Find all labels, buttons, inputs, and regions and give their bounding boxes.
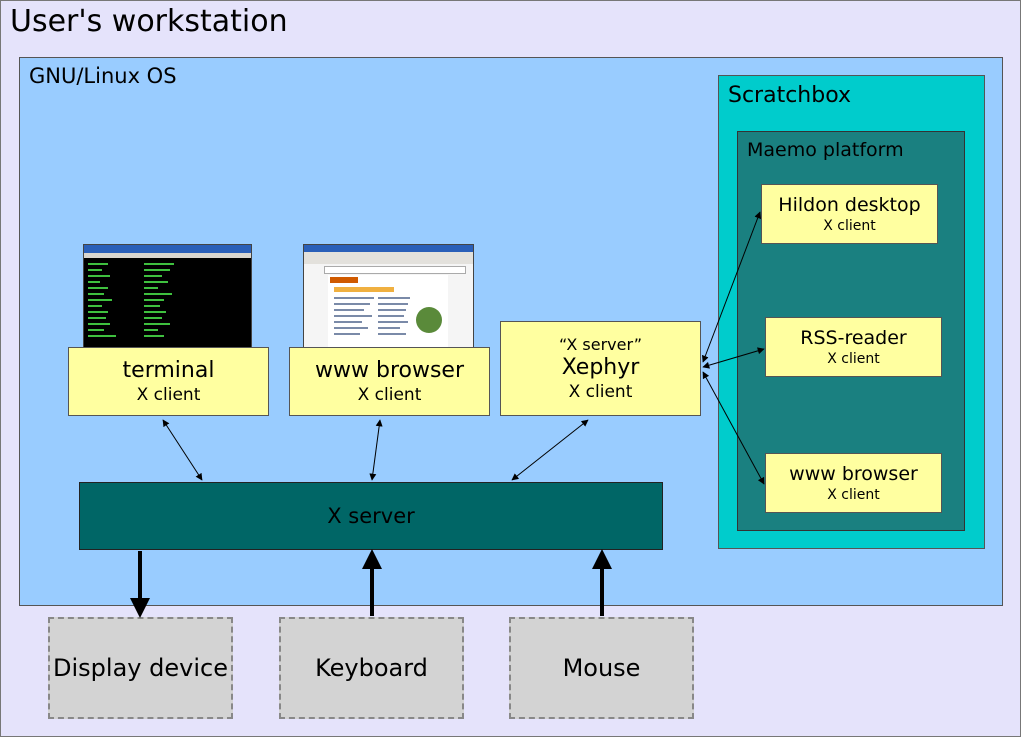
rss-reader-role: X client	[827, 351, 880, 367]
xephyr-quote: “X server”	[558, 334, 642, 354]
workstation-title: User's workstation	[10, 4, 288, 39]
hildon-desktop-role: X client	[823, 218, 876, 234]
mouse-box: Mouse	[509, 617, 694, 719]
display-device-label: Display device	[53, 654, 228, 682]
mouse-label: Mouse	[562, 654, 641, 682]
display-device-box: Display device	[48, 617, 233, 719]
scratchbox-title: Scratchbox	[728, 83, 852, 108]
hildon-desktop-box: Hildon desktop X client	[761, 184, 938, 244]
xephyr-box: “X server” Xephyr X client	[500, 321, 701, 416]
x-server-label: X server	[327, 504, 415, 528]
browser-screenshot-thumbnail	[303, 244, 474, 349]
terminal-client-box: terminal X client	[68, 347, 269, 416]
maemo-browser-role: X client	[827, 487, 880, 503]
keyboard-box: Keyboard	[279, 617, 464, 719]
x-server-bar: X server	[79, 482, 663, 550]
maemo-browser-box: www browser X client	[765, 453, 942, 513]
os-title: GNU/Linux OS	[29, 64, 177, 88]
xephyr-name: Xephyr	[561, 354, 640, 380]
maemo-platform-title: Maemo platform	[747, 139, 904, 161]
hildon-desktop-name: Hildon desktop	[778, 194, 921, 216]
rss-reader-name: RSS-reader	[800, 327, 907, 349]
terminal-client-name: terminal	[122, 357, 215, 383]
rss-reader-box: RSS-reader X client	[765, 317, 942, 377]
keyboard-label: Keyboard	[315, 654, 428, 682]
maemo-browser-name: www browser	[789, 463, 918, 485]
browser-client-box: www browser X client	[289, 347, 490, 416]
terminal-client-role: X client	[136, 384, 201, 405]
xephyr-role: X client	[568, 381, 633, 402]
browser-client-role: X client	[357, 384, 422, 405]
terminal-screenshot-thumbnail	[83, 244, 252, 349]
browser-client-name: www browser	[315, 357, 464, 383]
